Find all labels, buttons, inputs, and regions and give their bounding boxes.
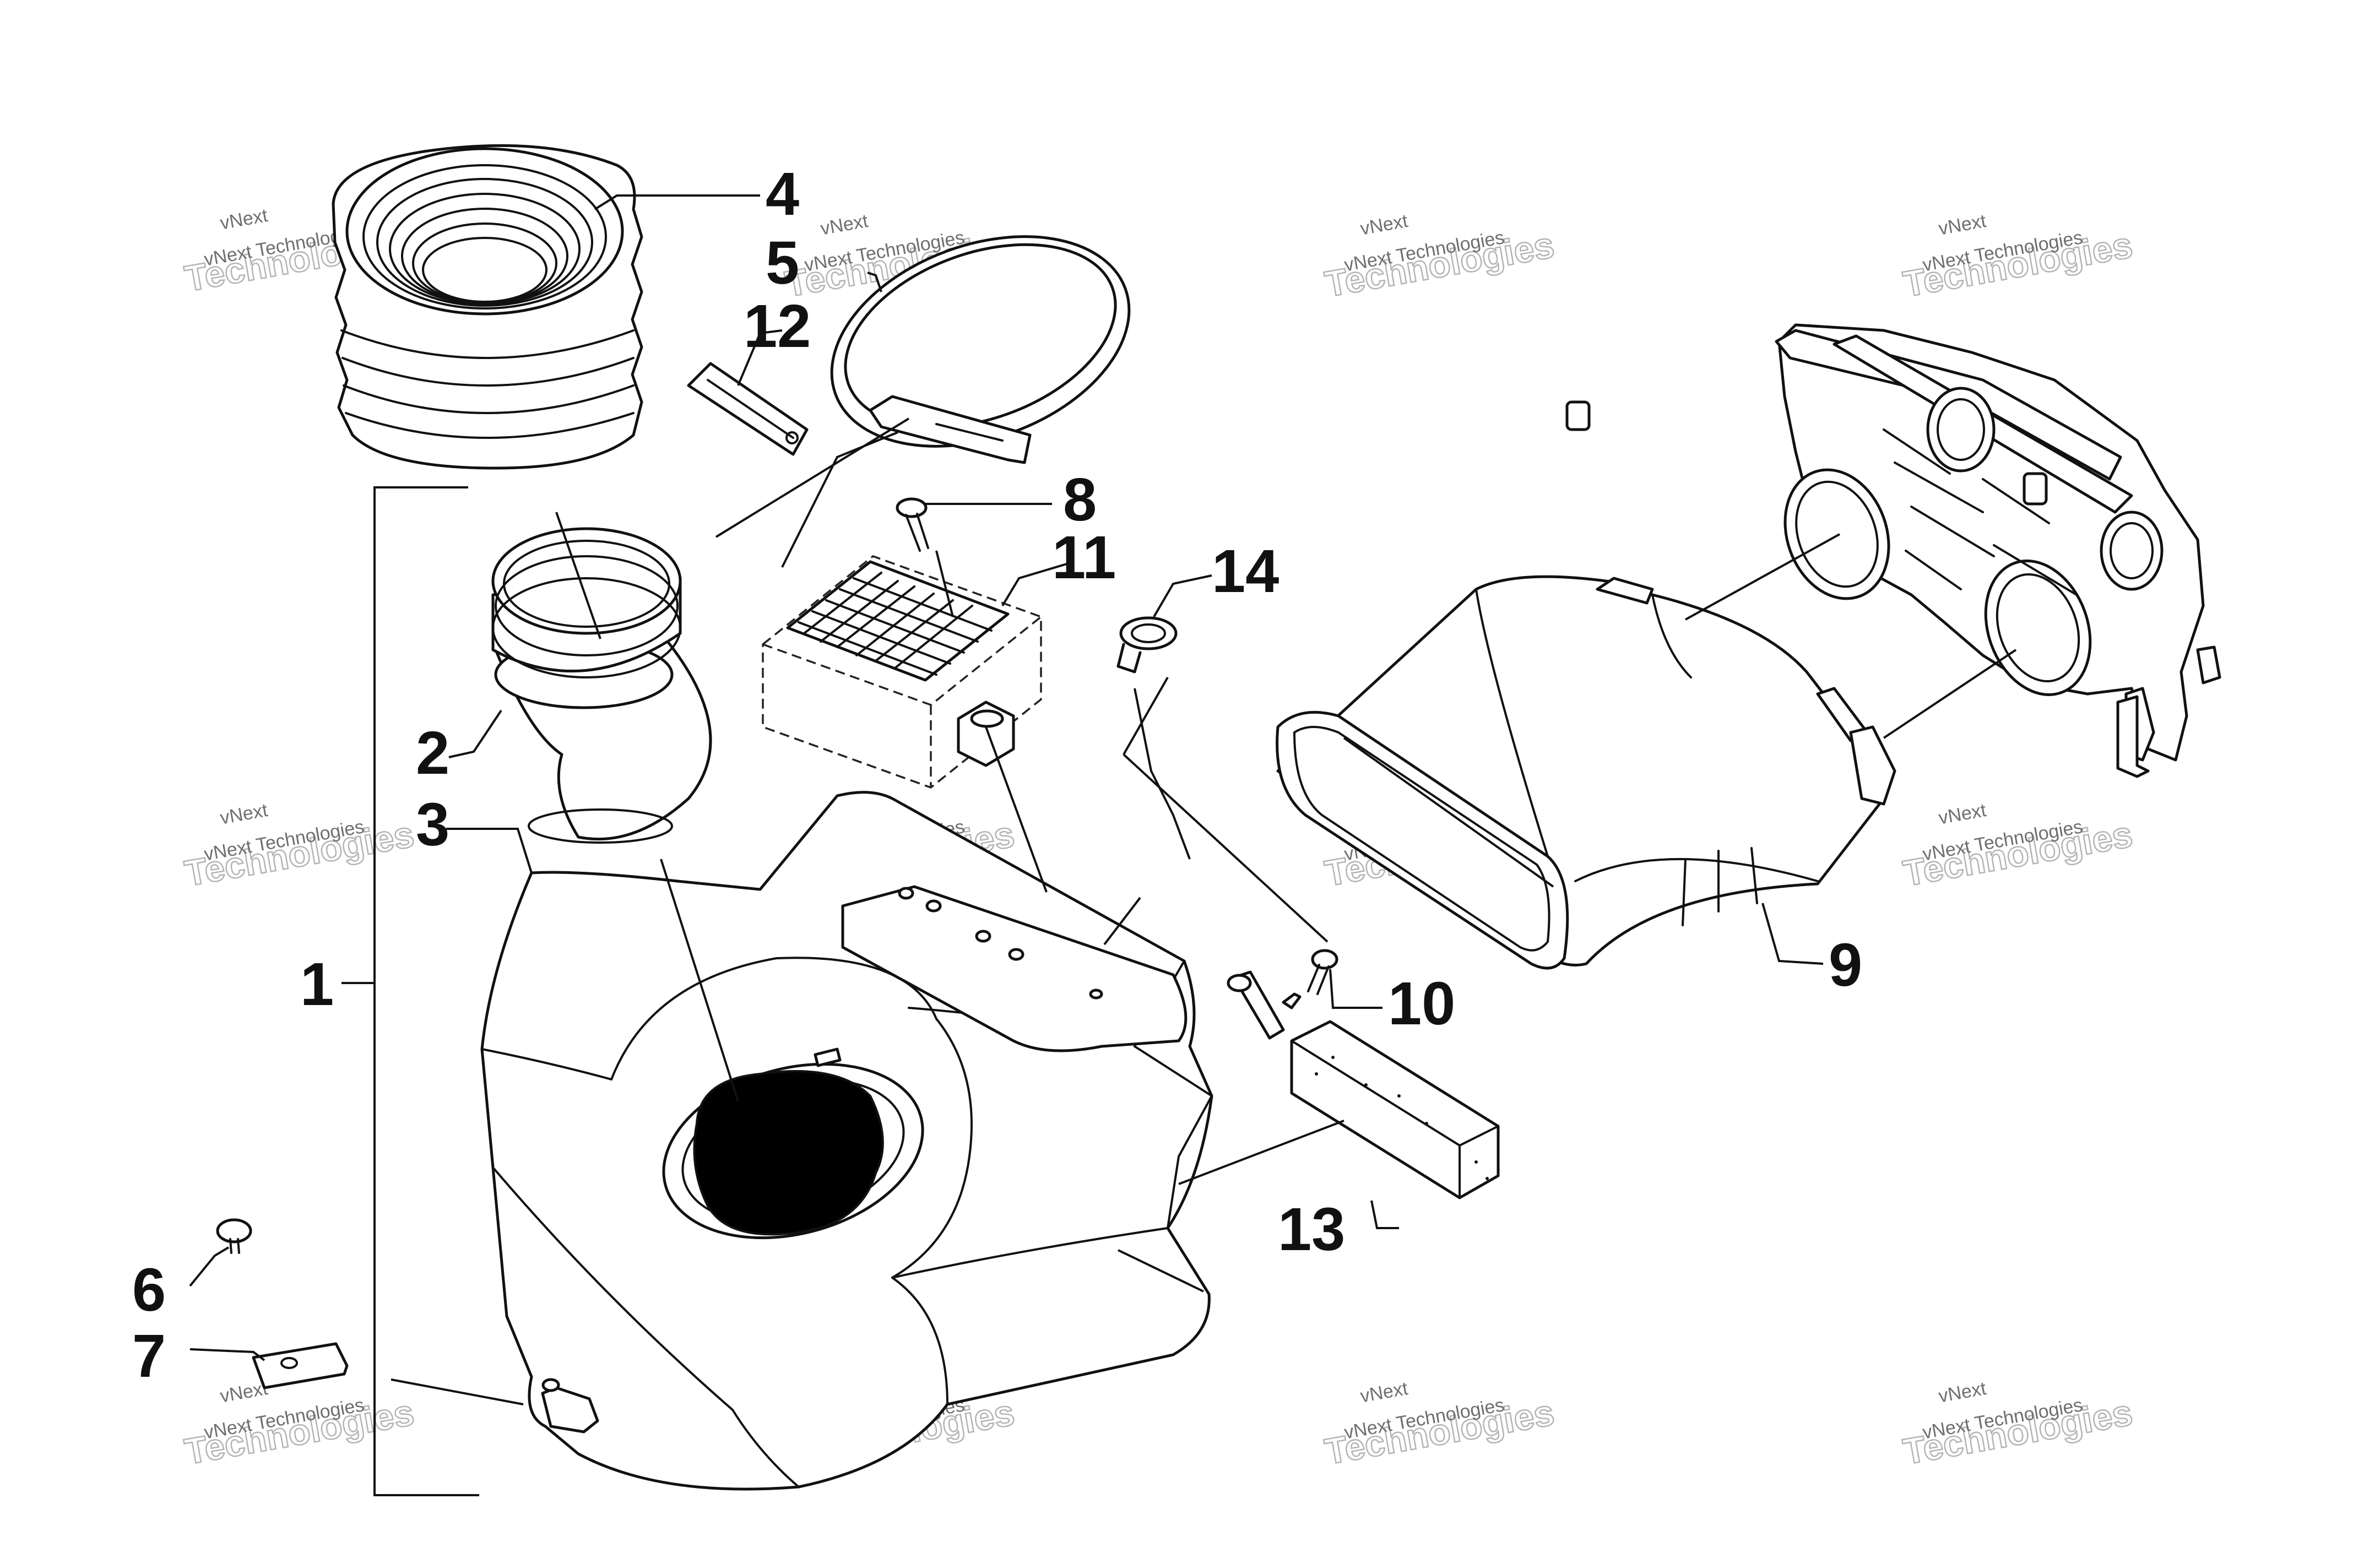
part-4-bellows xyxy=(332,144,643,470)
svg-text:vNext: vNext xyxy=(1937,800,1988,829)
watermark: Technologies vNext vNext Technologies xyxy=(1900,210,2136,305)
part-9-duct xyxy=(1276,575,1896,970)
svg-text:vNext: vNext xyxy=(1937,1378,1988,1407)
assembly-bracket xyxy=(341,486,479,1496)
throttle-body-assembly xyxy=(1565,323,2221,778)
callout-9: 9 xyxy=(1829,931,1862,999)
callouts: 1 2 3 4 5 6 7 8 9 10 11 12 13 14 xyxy=(132,160,1862,1390)
svg-text:vNext: vNext xyxy=(219,800,270,829)
callout-7: 7 xyxy=(132,1322,166,1390)
part-10-clamp xyxy=(1227,949,1338,1040)
watermark: Technologies vNext vNext Technologies xyxy=(1900,1378,2136,1473)
watermark: Technologies vNext vNext Technologies xyxy=(1321,1378,1558,1473)
callout-8: 8 xyxy=(1063,466,1097,534)
part-14-clip xyxy=(1116,616,1178,674)
leader-lines xyxy=(189,194,2017,1405)
part-2-boot xyxy=(491,527,712,844)
callout-5: 5 xyxy=(766,229,799,297)
callout-4: 4 xyxy=(766,160,799,228)
svg-text:vNext: vNext xyxy=(1937,210,1988,240)
watermark: Technologies vNext vNext Technologies xyxy=(181,800,418,894)
part-6-pin xyxy=(216,1218,252,1254)
part-12-strap xyxy=(687,362,809,456)
part-5-clamp xyxy=(830,235,1131,464)
watermark: Technologies vNext vNext Technologies xyxy=(1900,800,2136,894)
svg-text:vNext: vNext xyxy=(219,205,270,234)
part-3-air-box xyxy=(480,791,1213,1491)
callout-11: 11 xyxy=(1052,524,1116,591)
callout-6: 6 xyxy=(132,1256,166,1324)
part-8-screw xyxy=(896,497,929,552)
callout-12: 12 xyxy=(744,292,811,360)
watermark: Technologies vNext vNext Technologies xyxy=(1321,210,1558,305)
callout-10: 10 xyxy=(1388,970,1455,1038)
callout-2: 2 xyxy=(416,719,449,787)
part-13-foam xyxy=(1290,1020,1500,1199)
part-11-label xyxy=(762,555,1042,789)
callout-3: 3 xyxy=(416,791,449,859)
callout-14: 14 xyxy=(1212,537,1279,605)
svg-text:vNext: vNext xyxy=(1359,210,1410,240)
svg-text:vNext: vNext xyxy=(819,210,870,240)
part-7-bracket xyxy=(252,1342,349,1389)
callout-1: 1 xyxy=(300,951,334,1018)
svg-text:vNext: vNext xyxy=(1359,1378,1410,1407)
callout-13: 13 xyxy=(1278,1196,1345,1263)
